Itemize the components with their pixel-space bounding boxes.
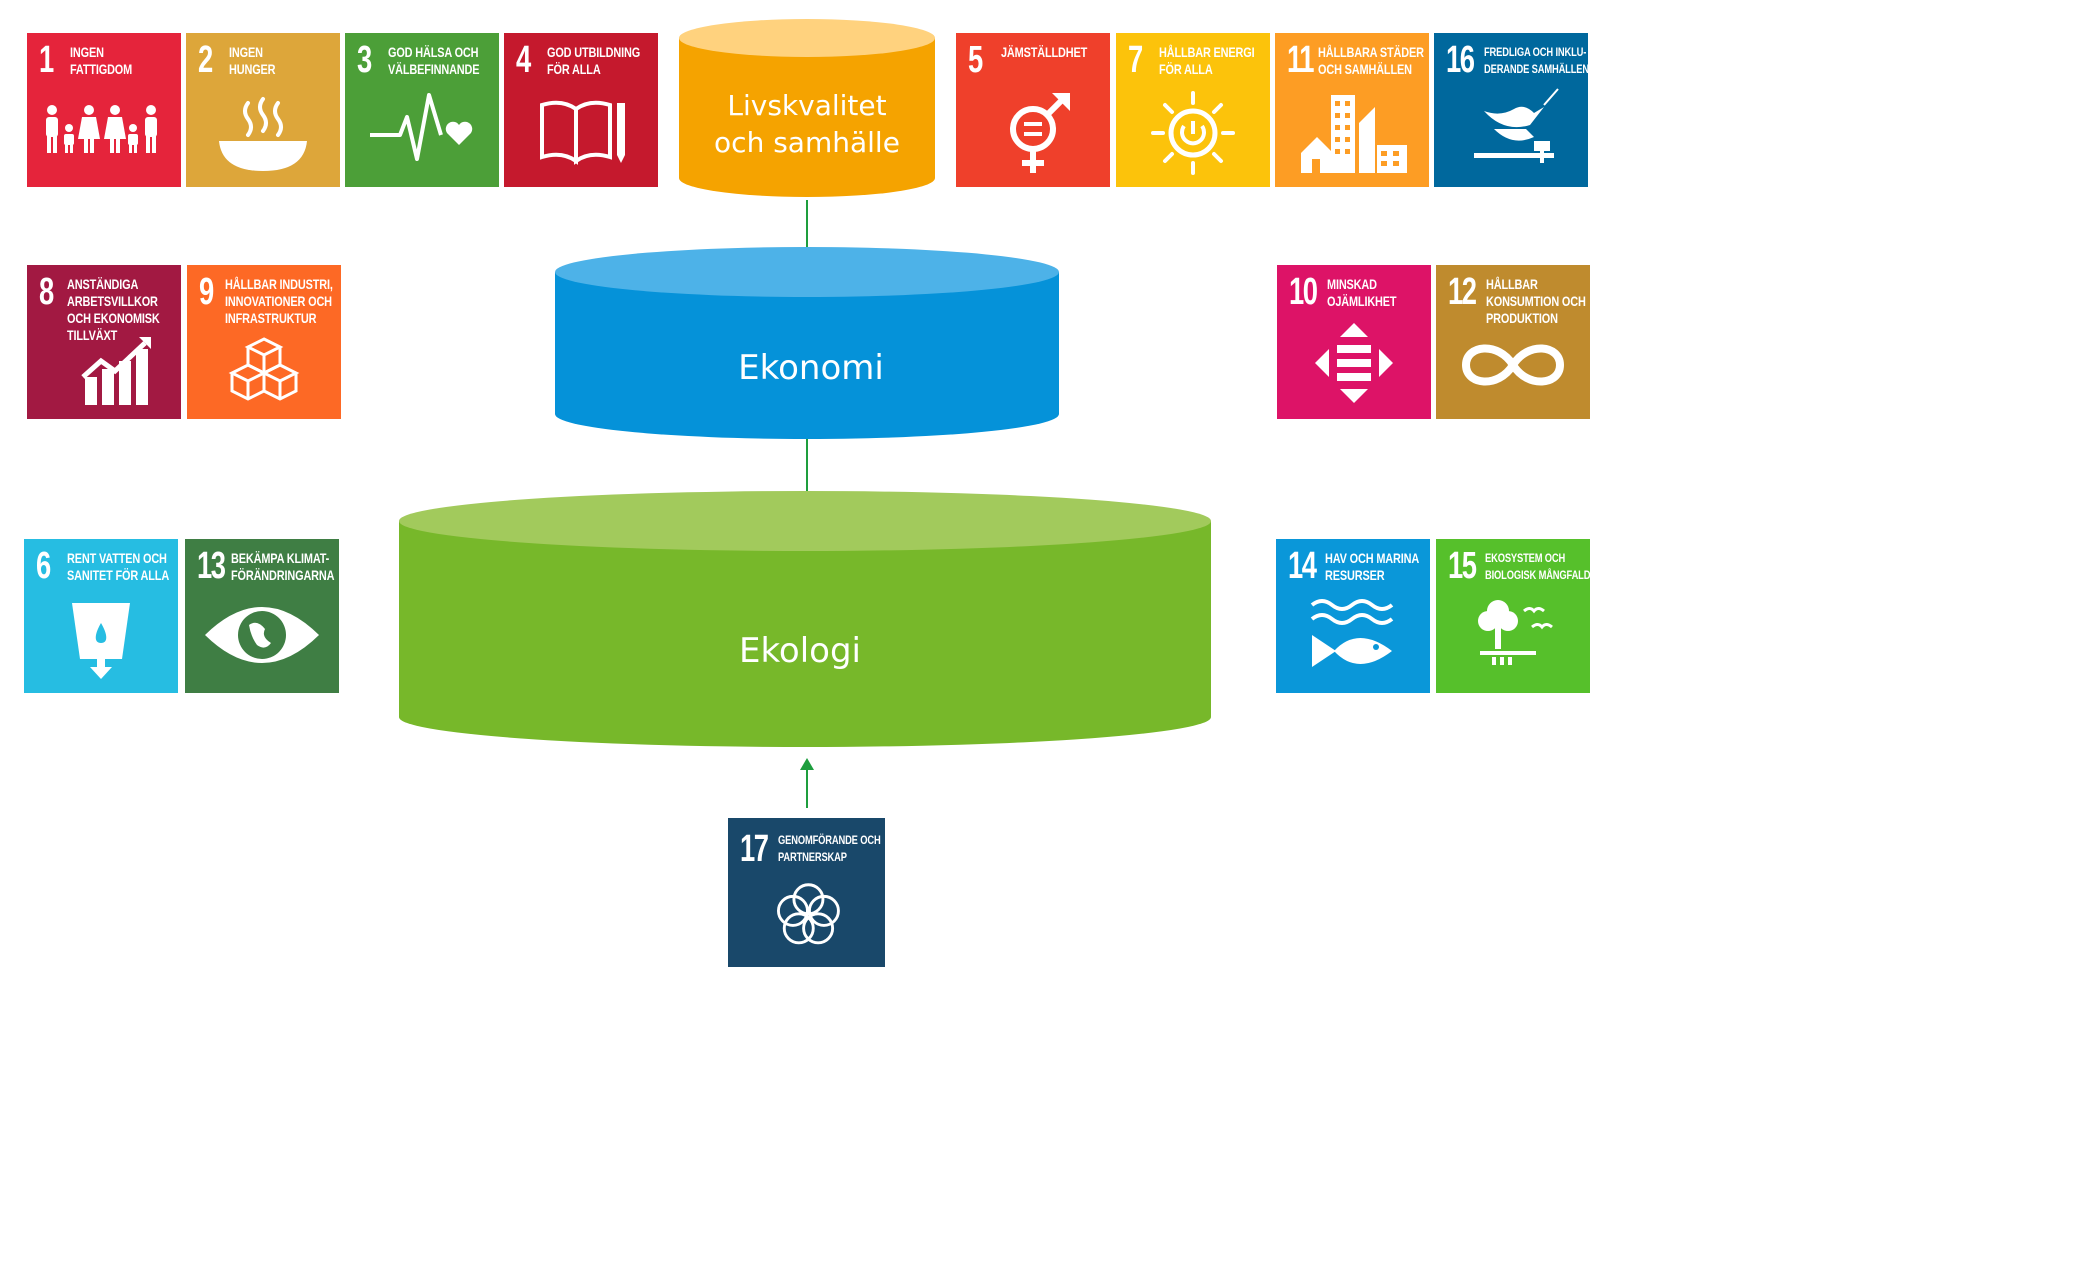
sdg-tile-2: 2 INGEN HUNGER xyxy=(186,33,340,187)
sdg-label: HÅLLBAR KONSUMTION OCH PRODUKTION xyxy=(1486,276,1586,326)
sdg-number: 15 xyxy=(1448,545,1477,587)
tree-birds-icon xyxy=(1478,600,1553,665)
arrow-goal17-to-ekologi xyxy=(800,758,814,808)
layer-ekonomi-label: Ekonomi xyxy=(738,348,884,388)
sdg-label: HAV OCH MARINA RESURSER xyxy=(1325,550,1420,583)
sdg-tile-5: 5 JÄMSTÄLLDHET xyxy=(956,33,1110,187)
sdg-label: HÅLLBARA STÄDER OCH SAMHÄLLEN xyxy=(1318,44,1424,77)
layer-livskvalitet: Livskvalitet och samhälle xyxy=(679,19,935,197)
sdg-label: RENT VATTEN OCH SANITET FÖR ALLA xyxy=(67,550,170,583)
sdg-label: GOD HÄLSA OCH VÄLBEFINNANDE xyxy=(388,44,480,77)
sdg-tile-12: 12 HÅLLBAR KONSUMTION OCH PRODUKTION xyxy=(1436,265,1590,419)
city-icon xyxy=(1301,95,1407,173)
rings-icon xyxy=(776,883,840,945)
sdg-label: INGEN FATTIGDOM xyxy=(70,44,133,77)
sdg-number: 2 xyxy=(198,39,213,81)
sdg-tile-13: 13 BEKÄMPA KLIMAT- FÖRÄNDRINGARNA xyxy=(185,539,339,693)
layer-ekonomi: Ekonomi xyxy=(555,247,1059,439)
layer-ekologi: Ekologi xyxy=(399,491,1211,747)
growth-chart-icon xyxy=(81,337,151,405)
sdg-tile-15: 15 EKOSYSTEM OCH BIOLOGISK MÅNGFALD xyxy=(1436,539,1590,693)
sdg-tile-6: 6 RENT VATTEN OCH SANITET FÖR ALLA xyxy=(24,539,178,693)
layer-diagram: Ekologi Ekonomi Livskvalitet och samhäll… xyxy=(399,19,1211,808)
sdg-number: 14 xyxy=(1288,545,1317,587)
sdg-label: FREDLIGA OCH INKLU- DERANDE SAMHÄLLEN xyxy=(1484,45,1588,76)
heartbeat-icon xyxy=(370,93,473,161)
sdg-tile-7: 7 HÅLLBAR ENERGI FÖR ALLA xyxy=(1116,33,1270,187)
sdg-number: 3 xyxy=(357,39,372,81)
infinity-icon xyxy=(1461,344,1565,386)
sdg-number: 6 xyxy=(36,545,51,587)
sdg-number: 1 xyxy=(39,39,54,81)
sdg-label: BEKÄMPA KLIMAT- FÖRÄNDRINGARNA xyxy=(231,550,335,583)
sdg-tile-17: 17 GENOMFÖRANDE OCH PARTNERSKAP xyxy=(728,818,885,967)
sdg-tile-16: 16 FREDLIGA OCH INKLU- DERANDE SAMHÄLLEN xyxy=(1434,33,1588,187)
sdg-number: 11 xyxy=(1287,39,1314,81)
sdg-number: 13 xyxy=(197,545,226,587)
sdg-label: JÄMSTÄLLDHET xyxy=(1001,44,1088,60)
sdg-label: EKOSYSTEM OCH BIOLOGISK MÅNGFALD xyxy=(1485,551,1590,582)
eye-globe-icon xyxy=(205,607,319,663)
book-icon xyxy=(540,100,625,165)
sdg-number: 7 xyxy=(1128,39,1143,81)
sdg-number: 8 xyxy=(39,271,54,313)
layer-ekologi-label: Ekologi xyxy=(739,631,861,671)
bowl-icon xyxy=(219,97,307,171)
sdg-label: MINSKAD OJÄMLIKHET xyxy=(1327,276,1397,309)
sdg-label: INGEN HUNGER xyxy=(229,44,276,77)
sdg-tile-3: 3 GOD HÄLSA OCH VÄLBEFINNANDE xyxy=(345,33,499,187)
dove-icon xyxy=(1474,88,1559,163)
sdg-label: GOD UTBILDNING FÖR ALLA xyxy=(547,44,641,77)
sdg-tile-8: 8 ANSTÄNDIGA ARBETSVILLKOR OCH EKONOMISK… xyxy=(27,265,181,419)
fish-icon xyxy=(1310,599,1394,667)
sdg-tile-1: 1 INGEN FATTIGDOM xyxy=(27,33,181,187)
sun-power-icon xyxy=(1151,91,1235,175)
family-icon xyxy=(46,105,157,153)
sdg-number: 16 xyxy=(1446,39,1475,81)
sdg-tile-4: 4 GOD UTBILDNING FÖR ALLA xyxy=(504,33,658,187)
sdg-label: HÅLLBAR INDUSTRI, INNOVATIONER OCH INFRA… xyxy=(225,276,333,326)
sdg-tile-14: 14 HAV OCH MARINA RESURSER xyxy=(1276,539,1430,693)
arrows-equal-icon xyxy=(1315,323,1393,403)
sdg-number: 4 xyxy=(516,39,531,81)
gender-equality-icon xyxy=(1010,93,1070,173)
water-glass-icon xyxy=(72,603,130,679)
cubes-icon xyxy=(228,337,300,401)
sdg-tile-10: 10 MINSKAD OJÄMLIKHET xyxy=(1277,265,1431,419)
layer-livskvalitet-label-line1: Livskvalitet xyxy=(727,89,886,122)
sdg-number: 10 xyxy=(1289,271,1318,313)
sdg-label: GENOMFÖRANDE OCH PARTNERSKAP xyxy=(778,833,881,864)
sdg-number: 12 xyxy=(1448,271,1477,313)
sdg-number: 17 xyxy=(740,828,769,870)
sdg-tile-11: 11 HÅLLBARA STÄDER OCH SAMHÄLLEN xyxy=(1275,33,1429,187)
sdg-number: 5 xyxy=(968,39,983,81)
sdg-number: 9 xyxy=(199,271,214,313)
layer-livskvalitet-label-line2: och samhälle xyxy=(714,126,900,159)
sdg-label: ANSTÄNDIGA ARBETSVILLKOR OCH EKONOMISK T… xyxy=(67,276,160,343)
sdg-label: HÅLLBAR ENERGI FÖR ALLA xyxy=(1159,44,1255,77)
sdg-tile-9: 9 HÅLLBAR INDUSTRI, INNOVATIONER OCH INF… xyxy=(187,265,341,419)
